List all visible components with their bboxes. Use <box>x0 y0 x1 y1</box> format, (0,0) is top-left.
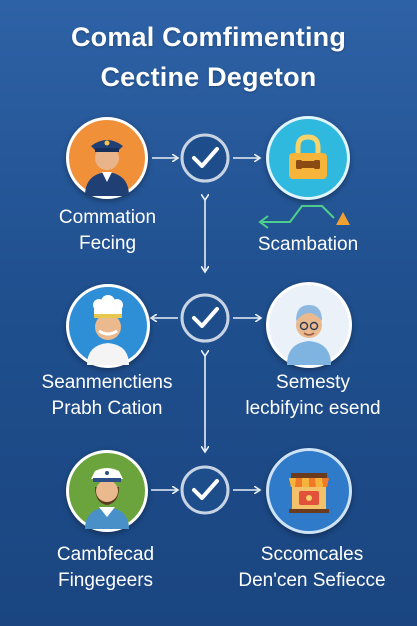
squiggle-line <box>262 205 335 223</box>
warning-triangle-icon <box>336 212 350 225</box>
checkmark-icon <box>192 479 219 500</box>
shop-icon <box>289 473 329 513</box>
lock-label: Scambation <box>257 234 359 255</box>
chef-label-line-1: Seanmenctiens <box>41 372 173 393</box>
checkmark-icon <box>192 307 219 328</box>
shop-node <box>266 448 352 534</box>
officer-label-line-2: Fecing <box>78 233 137 254</box>
officer-icon <box>85 140 129 196</box>
sailor-label-line-1: Cambfecad <box>56 544 155 565</box>
chef-node <box>66 284 150 368</box>
nurse-node <box>266 282 352 368</box>
title-line-2: Cectine Degeton <box>100 62 317 92</box>
sailor-icon <box>85 468 129 529</box>
check-node-3 <box>180 465 230 515</box>
shop-label: Sccomcales Den'cen Sefiecce <box>212 542 412 594</box>
nurse-label: Semesty lecbifyinc esend <box>218 370 408 422</box>
sailor-node <box>66 450 148 532</box>
title-line-1: Comal Comfimenting <box>70 22 347 52</box>
lock-node <box>266 116 350 200</box>
nurse-label-line-2: lecbifyinc esend <box>245 398 381 419</box>
nurse-icon <box>287 305 331 365</box>
officer-label-line-1: Commation <box>58 207 157 228</box>
nurse-label-line-1: Semesty <box>276 372 350 393</box>
sailor-label-line-2: Fingegeers <box>57 570 154 591</box>
officer-label: Commation Fecing <box>20 205 195 257</box>
check-node-1 <box>180 133 230 183</box>
officer-node <box>66 117 148 199</box>
chef-icon <box>87 295 129 365</box>
sailor-label: Cambfecad Fingegeers <box>18 542 193 594</box>
lock-icon <box>289 134 327 179</box>
chef-label: Seanmenctiens Prabh Cation <box>12 370 202 422</box>
shop-label-line-2: Den'cen Sefiecce <box>238 570 386 591</box>
chef-label-line-2: Prabh Cation <box>51 398 163 419</box>
check-node-2 <box>180 293 230 343</box>
shop-label-line-1: Sccomcales <box>260 544 364 565</box>
squiggle-arrow-head <box>258 215 269 229</box>
checkmark-icon <box>192 147 219 168</box>
